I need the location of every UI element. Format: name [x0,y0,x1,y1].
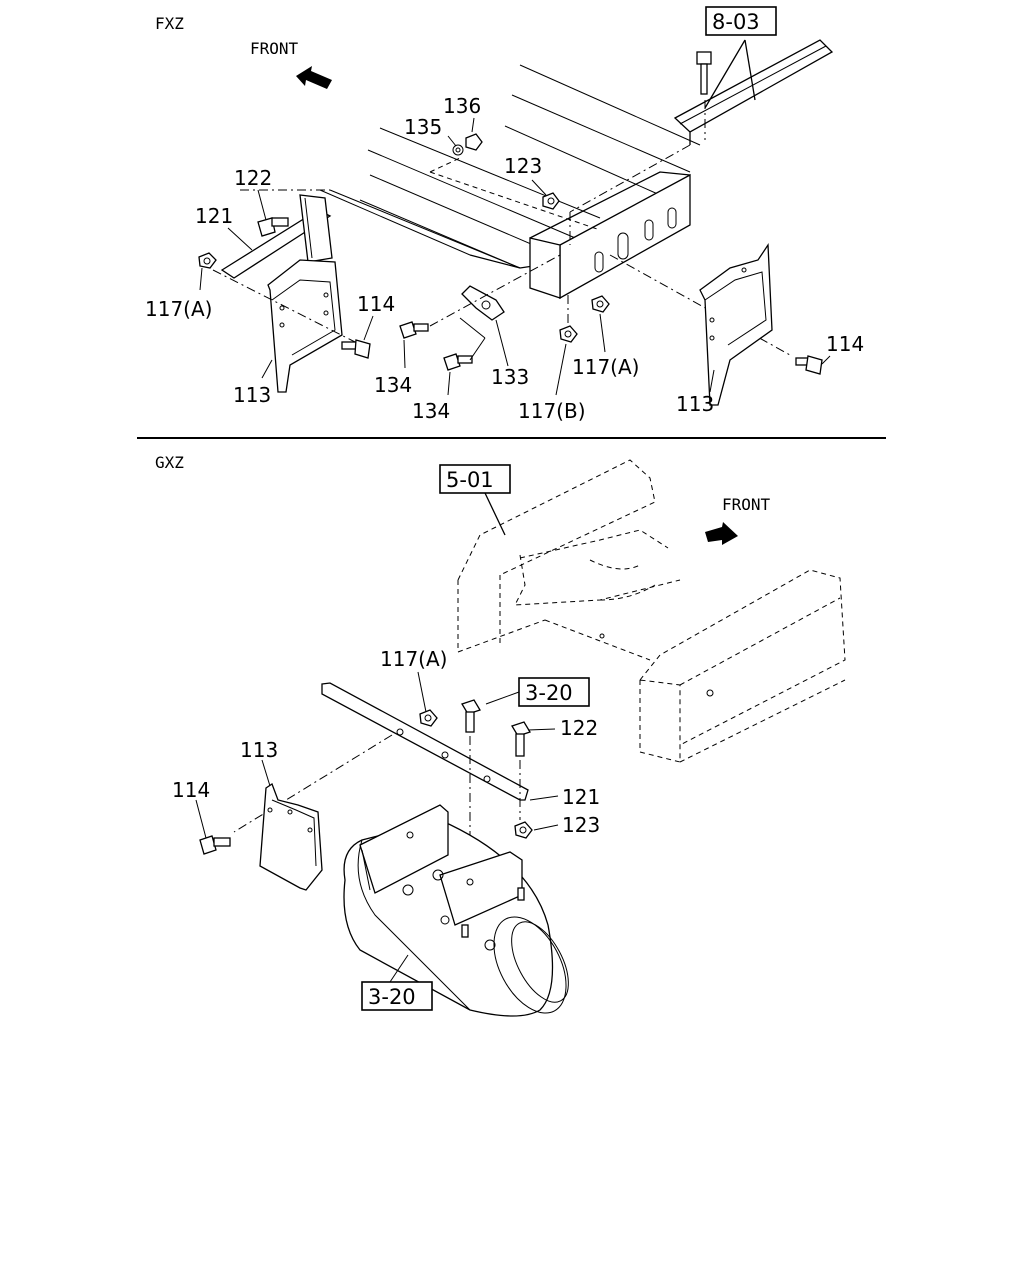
nut-117a-right-icon [591,295,610,313]
callout-113-left: 113 [233,383,271,407]
washer-135-icon [452,144,464,156]
bolt-3-20-icon [461,699,481,733]
section-label-fxz: FXZ [155,14,184,33]
callout-117a-right: 117(A) [572,355,639,379]
callout-134-lower: 134 [412,399,450,423]
bolt-114-right-icon [795,355,823,375]
callout-133: 133 [491,365,529,389]
ref-label-5-01: 5-01 [446,468,494,492]
callout-114-left: 114 [357,292,395,316]
bracket-121-left [220,194,333,279]
bolt-122-bottom-icon [511,721,531,757]
leader-lines-top [199,117,831,396]
callout-121-top: 121 [195,204,233,228]
ref-box-5-01 [439,464,511,494]
callout-117b: 117(B) [518,399,586,423]
nut-123-bottom-icon [514,821,533,839]
callout-134-upper: 134 [374,373,412,397]
bolt-122-icon [257,217,289,237]
callout-117a-left: 117(A) [145,297,212,321]
front-arrow-icon: FRONT [250,39,332,89]
bolt-114-left-icon [341,339,371,359]
nut-136-icon [465,133,483,151]
frame-rail-top [319,64,701,300]
callout-135: 135 [404,115,442,139]
nut-123-top-icon [542,192,560,210]
rail-angle-top-right [673,39,834,145]
callout-123-top: 123 [504,154,542,178]
frame-crossmember-bottom [457,459,846,763]
hanger-113-bottom [259,783,323,891]
callout-113-bottom: 113 [240,738,278,762]
nut-117a-left-icon [198,252,217,269]
bolt-134-upper-icon [399,321,429,339]
callout-121-bottom: 121 [562,785,600,809]
ref-box-3-20-lower [361,981,433,1011]
tank-assembly [343,804,569,1017]
callout-113-right: 113 [676,392,714,416]
callout-114-bottom: 114 [172,778,210,802]
front-label-bottom: FRONT [722,495,771,514]
ref-label-3-20-upper: 3-20 [525,681,573,705]
nut-117a-bottom-icon [419,709,438,727]
callout-122-top: 122 [234,166,272,190]
bracket-121-bottom [321,682,529,801]
nut-117b-icon [559,325,578,343]
front-label-top: FRONT [250,39,299,58]
callout-122-bottom: 122 [560,716,598,740]
ref-box-8-03 [705,6,777,36]
ref-label-8-03: 8-03 [712,10,760,34]
hanger-113-right [699,242,773,406]
bolt-134-lower-icon [443,353,473,371]
ref-label-3-20-lower: 3-20 [368,985,416,1009]
callout-136: 136 [443,94,481,118]
section-label-gxz: GXZ [155,453,184,472]
callout-117a-bottom: 117(A) [380,647,447,671]
front-arrow-bottom-icon: FRONT [705,495,771,545]
bolt-114-bottom-icon [199,835,231,855]
tow-hook-133-icon [461,285,505,321]
callout-123-bottom: 123 [562,813,600,837]
callout-114-right: 114 [826,332,864,356]
bolt-icon [696,51,712,95]
ref-box-3-20-upper [518,677,590,707]
leader-lines-bottom [195,671,559,839]
hanger-113-left [267,259,343,393]
